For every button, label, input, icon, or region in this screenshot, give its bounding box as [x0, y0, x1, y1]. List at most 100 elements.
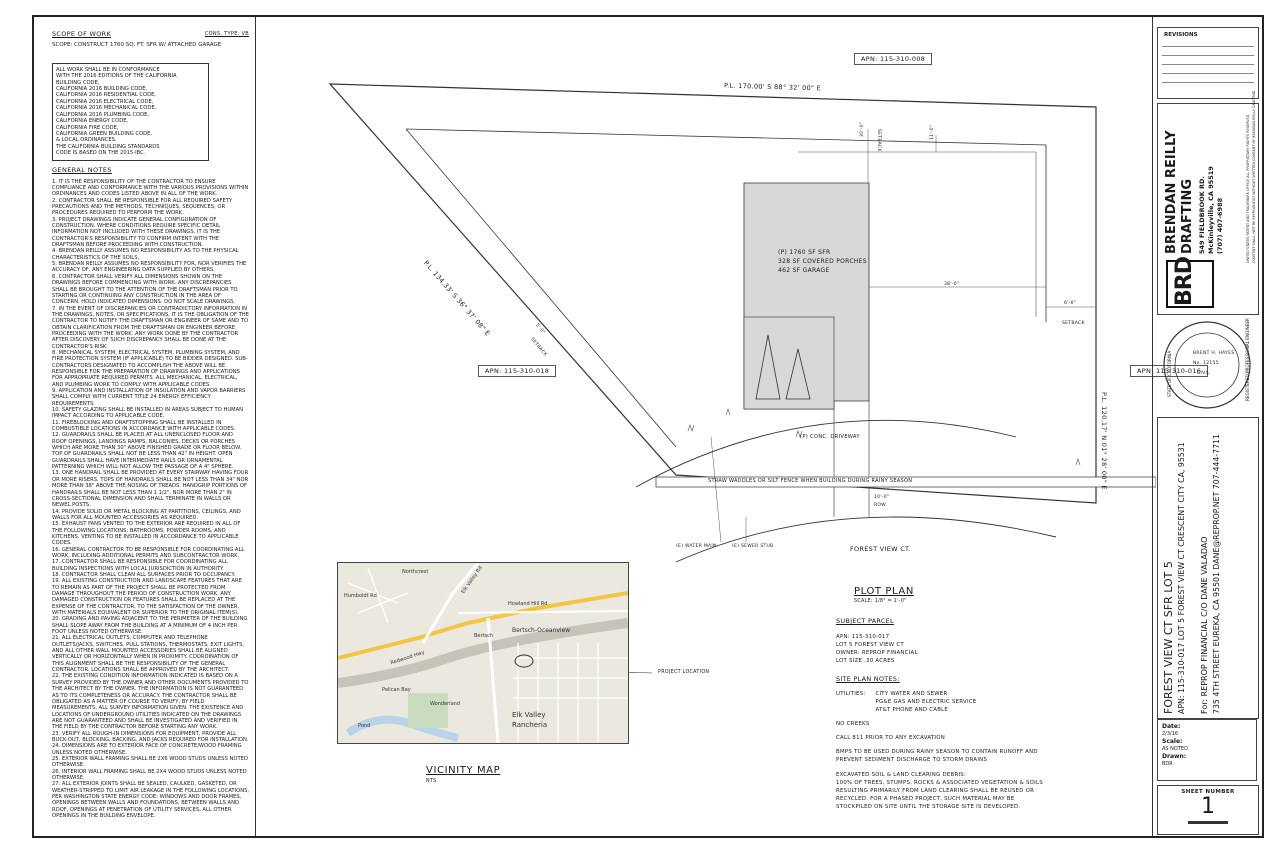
row-line-lower [675, 516, 1057, 563]
revisions-box: REVISIONS [1157, 27, 1259, 99]
scope-title: SCOPE OF WORK [52, 30, 112, 38]
driveway [833, 401, 870, 517]
engineer-stamp [1163, 321, 1251, 409]
subject-line: OWNER: REPROP FINANCIAL [836, 649, 918, 656]
general-note: 4. BRENDAN REILLY ASSUMES NO RESPONSIBIL… [52, 248, 239, 261]
general-note: 10. SAFETY GLAZING SHALL BE INSTALLED IN… [52, 407, 244, 420]
general-note: 3. PROJECT DRAWINGS INDICATE GENERAL CON… [52, 216, 221, 249]
general-note: 19. ALL EXISTING CONSTRUCTION AND LANDSC… [52, 578, 242, 617]
firm-name-1: BRENDAN REILLY [1164, 130, 1179, 254]
code-line: & LOCAL ORDINANCES. [56, 137, 117, 144]
general-note: 22. THE EXISTING CONDITION INFORMATION I… [52, 673, 249, 731]
code-line: CALIFORNIA 2016 ELECTRICAL CODE, [56, 98, 154, 105]
general-note: 21. ALL ELECTRICAL OUTLETS, COMPUTER AND… [52, 635, 245, 674]
code-line: CODE IS BASED ON THE 2015-IBC. [56, 150, 146, 157]
debris-line: RESULTING PRIMARILY FROM LAND CLEARING S… [836, 787, 1035, 794]
vicinity-map: Bertsch-Oceanview Elk Valley Rancheria H… [337, 562, 629, 744]
edge-note-2: CONTENT SHALL NOT BE REPRODUCED WITHOUT … [1252, 90, 1256, 263]
map-road-3 [457, 610, 628, 614]
street-label: FOREST VIEW CT. [850, 545, 911, 553]
general-note: 7. IN THE EVENT OF DISCREPANCIES OR CONT… [52, 305, 249, 350]
subject-line: APN: 115-310-017 [836, 633, 890, 640]
general-note: 12. GUARDRAILS SHALL BE PLACED AT ALL UN… [52, 432, 242, 471]
firm-box: BRENDAN REILLY DRAFTING 549 FIELDBROOK R… [1157, 103, 1259, 315]
sheet-number: 1 [1201, 794, 1215, 819]
edge-note-1: UNITED STATES PATENT AND TRADEMARK OFFIC… [1246, 114, 1250, 263]
map-label-wonderland: Wonderland [430, 701, 460, 707]
map-label-elk-valley: Elk Valley [512, 711, 546, 719]
code-line: CALIFORNIA 2016 PLUMBING CODE, [56, 111, 150, 118]
setback-line-left [405, 128, 677, 448]
map-water [345, 715, 459, 742]
driveway-label: (P) CONC. DRIVEWAY [800, 434, 860, 440]
sheet-number-label: SHEET NUMBER [1181, 789, 1235, 795]
vicinity-map-scale: NTS [426, 779, 437, 784]
general-note: 20. GRADING AND PAVING ADJACENT TO THE P… [52, 616, 248, 636]
straw-waddle-band [655, 476, 1156, 488]
code-line: CALIFORNIA GREEN BUILDING CODE, [56, 131, 153, 137]
setback-line [405, 128, 1047, 322]
general-note: 2. CONTRACTOR SHALL BE RESPONSIBLE FOR A… [52, 197, 233, 217]
map-label-bertsch: Bertsch-Oceanview [512, 627, 571, 634]
map-label-northcrest: Northcrest [402, 569, 429, 575]
map-label-bertsch-ave: Bertsch [474, 633, 494, 639]
drawn-value: BDR [1162, 760, 1173, 767]
general-note: 11. FIREBLOCKING AND DRAFTSTOPPING SHALL… [52, 419, 236, 433]
stamp-number: No. 12155 [1193, 361, 1219, 366]
general-note: 27. ALL EXTERIOR JOINTS SHALL BE SEALED,… [52, 781, 250, 820]
vicinity-map-title: VICINITY MAP [426, 765, 501, 776]
general-note: 6. CONTRACTOR SHALL VERIFY ALL DIMENSION… [52, 273, 238, 306]
apn-left-tag: APN: 115-310-018 [478, 365, 557, 377]
project-location-label: PROJECT LOCATION [658, 670, 710, 675]
plot-plan-drawing [328, 83, 1156, 674]
water-main-label: (E) WATER MAIN [676, 544, 717, 549]
code-line: THE CALIFORNIA BUILDING STANDARDS [56, 143, 160, 150]
general-note: 13. ONE HANDRAIL SHALL BE PROVIDED AT EV… [52, 470, 249, 509]
general-note: 25. EXTERIOR WALL FRAMING SHALL BE 2X6 W… [52, 755, 248, 769]
garage-symbol-2 [785, 348, 811, 400]
general-notes-list: 1. IT IS THE RESPONSIBILITY OF THE CONTR… [52, 179, 249, 820]
row-line-upper [635, 419, 1017, 488]
site-plan-notes-block: SITE PLAN NOTES: UTILITIES: CITY WATER A… [836, 675, 1043, 811]
firm-address-1: 549 FIELDBROOK RD. [1198, 176, 1206, 254]
subject-parcel-block: SUBJECT PARCEL APN: 115-310-017 LOT 5 FO… [836, 617, 918, 665]
dim-30-label: 30'-0" [860, 121, 865, 137]
vegetation-marks [687, 408, 1081, 466]
utilities-line: AT&T PHONE AND CABLE [875, 706, 949, 713]
straw-waddle-label: STRAW WADDLES OR SILT FENCE WHEN BUILDIN… [708, 478, 913, 484]
sewer-stub-label: (E) SEWER STUB [732, 544, 774, 549]
map-greenbelt [338, 618, 628, 688]
code-line: ALL WORK SHALL BE IN CONFORMANCE [56, 66, 160, 73]
bmp-line: BMPS TO BE USED DURING RAINY SEASON TO C… [836, 749, 1038, 756]
code-line: CALIFORNIA 2016 RESIDENTIAL CODE, [56, 92, 156, 99]
firm-phone: (707) 407-6988 [1216, 197, 1224, 254]
code-line: WITH THE 2016 EDITIONS OF THE CALIFORNIA [56, 73, 177, 80]
map-label-pelican-bay: Pelican Bay [382, 687, 411, 693]
map-label-humboldt: Humboldt Rd [344, 593, 377, 599]
code-line: CALIFORNIA 2016 BUILDING CODE, [56, 85, 148, 92]
firm-logo: BRD [1166, 257, 1214, 308]
drawn-label: Drawn: [1162, 752, 1187, 760]
utilities-line: PG&E GAS AND ELECTRIC SERVICE [875, 698, 977, 705]
call-811-note: CALL 811 PRIOR TO ANY EXCAVATION [836, 735, 946, 742]
row-label: ROW [874, 503, 887, 508]
project-title: FOREST VIEW CT SFR LOT 5 [1162, 561, 1175, 714]
stamp-state-text: STATE OF CALIFORNIA [1167, 350, 1172, 397]
map-label-pond: Pond [358, 723, 371, 729]
project-apn-address: APN: 115-310-017 LOT 5 FOREST VIEW CT CR… [1177, 442, 1186, 714]
garage-symbol-1 [755, 334, 781, 400]
building-label-garage: 462 SF GARAGE [778, 267, 830, 274]
pl-right-label: P.L. 120.17' N 01° 28' 00" E [1100, 392, 1108, 490]
code-line: CALIFORNIA FIRE CODE, [56, 124, 119, 131]
general-note: 1. IT IS THE RESPONSIBILITY OF THE CONTR… [52, 178, 249, 198]
debris-line: STOCKPILED ON SITE UNTIL THE STORAGE SIT… [836, 803, 1021, 810]
project-info-box: FOREST VIEW CT SFR LOT 5 APN: 115-310-01… [1157, 417, 1259, 719]
debris-line: RECYCLED. FOR A PHASED PROJECT, SUCH MAT… [836, 795, 1015, 802]
scale-value: AS NOTED [1162, 745, 1188, 752]
plan-area: APN: 115-310-008 APN: 115-310-018 APN: 1… [256, 17, 1209, 836]
subject-line: LOT SIZE .30 ACRES [836, 658, 895, 665]
map-road-2 [486, 617, 500, 743]
site-plan-notes-title: SITE PLAN NOTES: [836, 675, 900, 683]
building-envelope [798, 151, 1037, 317]
code-line: BUILDING CODE, [56, 79, 100, 86]
